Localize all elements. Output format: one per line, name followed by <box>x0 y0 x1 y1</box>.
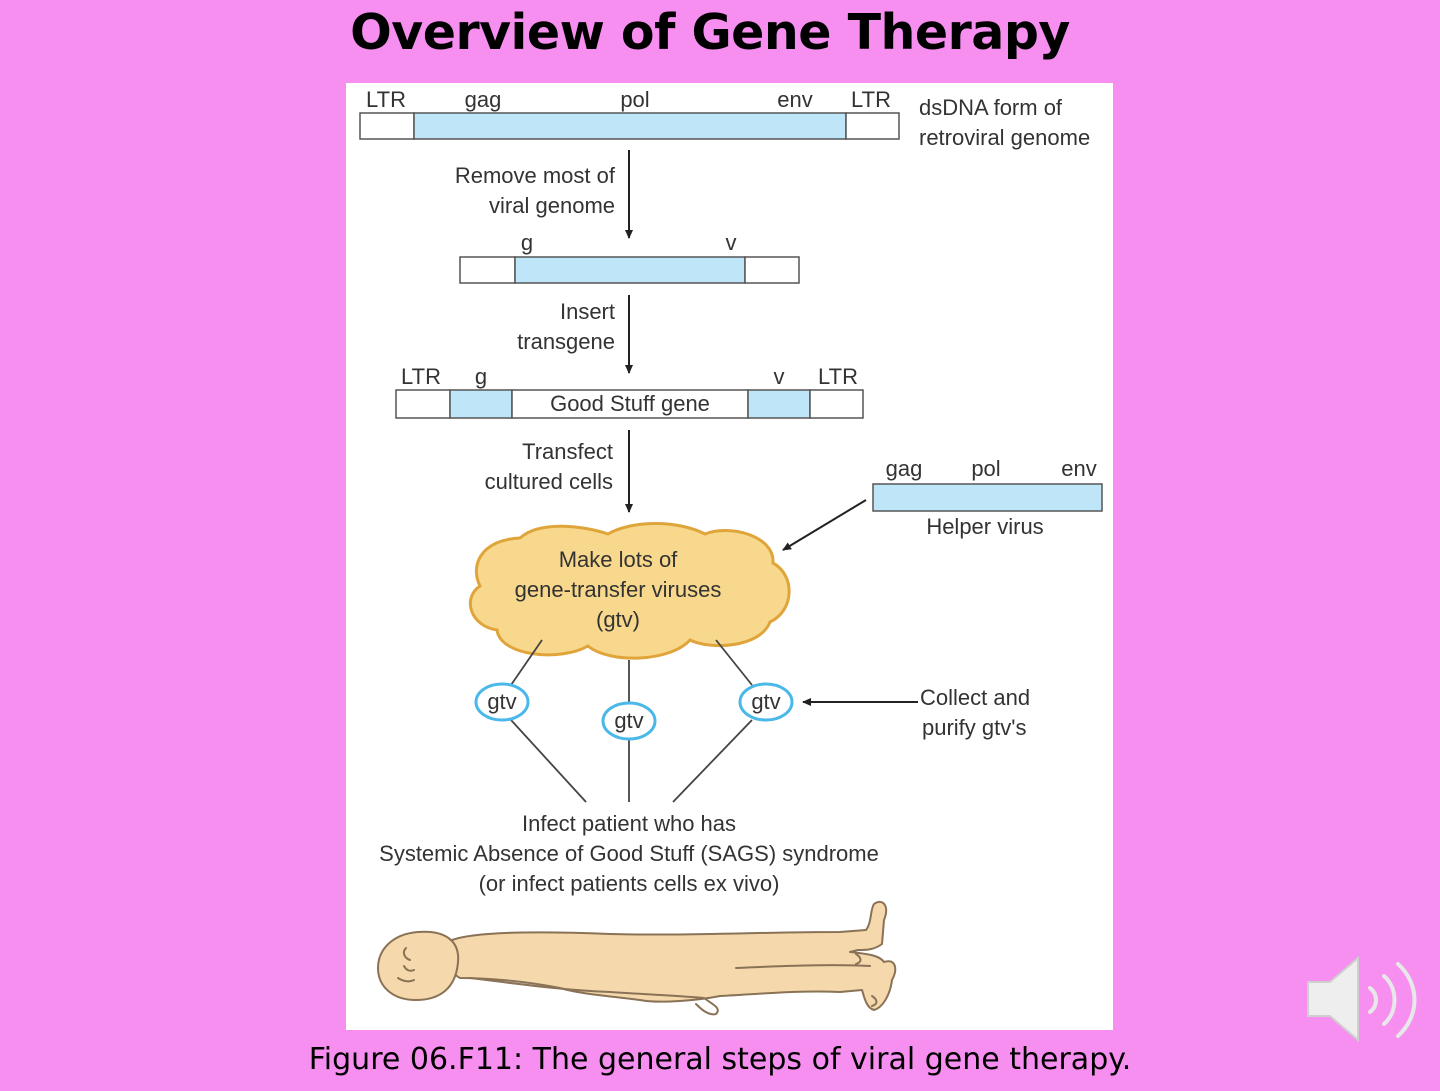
genome-ltr-right <box>845 112 900 140</box>
vector-gene-segment <box>511 389 749 419</box>
slide-title: Overview of Gene Therapy <box>350 4 1070 61</box>
arrow-helper <box>782 499 867 551</box>
gtv-particle-center: gtv <box>601 701 657 741</box>
patient-face <box>397 947 415 983</box>
vector-label-ltr-left: LTR <box>401 364 441 389</box>
cloud-line2: gene-transfer viruses <box>515 577 722 602</box>
cloud-line1: Make lots of <box>559 547 678 572</box>
patient-leg-line <box>735 964 871 969</box>
trimmed-ltr-right <box>744 256 800 284</box>
gtv-particle-left: gtv <box>474 682 530 722</box>
genome-label-ltr-left: LTR <box>366 87 406 112</box>
patient-head <box>377 930 460 1001</box>
helper-segment <box>872 483 1103 512</box>
vector-ltr-left <box>395 389 451 419</box>
gtv-particle-right: gtv <box>738 682 794 722</box>
step2-line1: Insert <box>560 299 615 324</box>
vector-label-g: g <box>475 364 487 389</box>
helper-label-pol: pol <box>971 456 1000 481</box>
genome-label-ltr-right: LTR <box>851 87 891 112</box>
infect-line1: Infect patient who has <box>522 811 736 836</box>
genome-description-line1: dsDNA form of <box>919 95 1063 120</box>
infect-line3: (or infect patients cells ex vivo) <box>479 871 780 896</box>
gtv-ring-left <box>474 682 530 722</box>
speaker-icon[interactable] <box>1300 952 1425 1047</box>
vector-label-ltr-right: LTR <box>818 364 858 389</box>
genome-label-gag: gag <box>465 87 502 112</box>
vector-v-segment <box>747 389 811 419</box>
vector-gene-label: Good Stuff gene <box>550 391 710 416</box>
trimmed-ltr-left <box>459 256 516 284</box>
trimmed-coding-remnant <box>514 256 746 284</box>
line-gtv-right-patient <box>672 719 753 803</box>
vector-ltr-right <box>809 389 864 419</box>
production-cloud <box>468 522 791 660</box>
helper-label-env: env <box>1061 456 1096 481</box>
gtv-label-right: gtv <box>751 689 780 714</box>
figure-caption: Figure 06.F11: The general steps of vira… <box>308 1042 1132 1077</box>
step1-line2: viral genome <box>489 193 615 218</box>
vector-g-segment <box>449 389 513 419</box>
distribution-lines <box>510 639 753 803</box>
trimmed-label-v: v <box>726 230 737 255</box>
line-cloud-gtv-right <box>715 639 753 686</box>
cloud-line3: (gtv) <box>596 607 640 632</box>
helper-name: Helper virus <box>926 514 1043 539</box>
genome-label-pol: pol <box>620 87 649 112</box>
retroviral-genome: LTR gag pol env LTR dsDNA form of retrov… <box>359 87 1090 150</box>
speaker-glyph <box>1307 955 1417 1043</box>
step3-line1: Transfect <box>522 439 613 464</box>
collect-line1: Collect and <box>920 685 1030 710</box>
genome-ltr-left <box>359 112 415 140</box>
trimmed-genome: g v <box>459 230 800 284</box>
patient-arm <box>469 977 719 1016</box>
gtv-ring-right <box>738 682 794 722</box>
collect-line2: purify gtv's <box>922 715 1026 740</box>
gtv-ring-center <box>601 701 657 741</box>
line-gtv-left-patient <box>510 719 587 803</box>
patient-body <box>447 900 897 1011</box>
patient-illustration <box>377 900 897 1016</box>
helper-virus: gag pol env Helper virus <box>872 456 1103 539</box>
genome-label-env: env <box>777 87 812 112</box>
step2-line2: transgene <box>517 329 615 354</box>
vector-label-v: v <box>774 364 785 389</box>
gtv-label-left: gtv <box>487 689 516 714</box>
step1-line1: Remove most of <box>455 163 616 188</box>
transgene-vector: LTR g v LTR Good Stuff gene <box>395 364 864 419</box>
genome-description-line2: retroviral genome <box>919 125 1090 150</box>
infect-line2: Systemic Absence of Good Stuff (SAGS) sy… <box>379 841 879 866</box>
patient-feet-detail <box>855 953 878 1007</box>
line-cloud-gtv-left <box>510 639 543 686</box>
genome-coding-region <box>413 112 847 140</box>
trimmed-label-g: g <box>521 230 533 255</box>
gtv-label-center: gtv <box>614 708 643 733</box>
step3-line2: cultured cells <box>485 469 613 494</box>
helper-label-gag: gag <box>886 456 923 481</box>
